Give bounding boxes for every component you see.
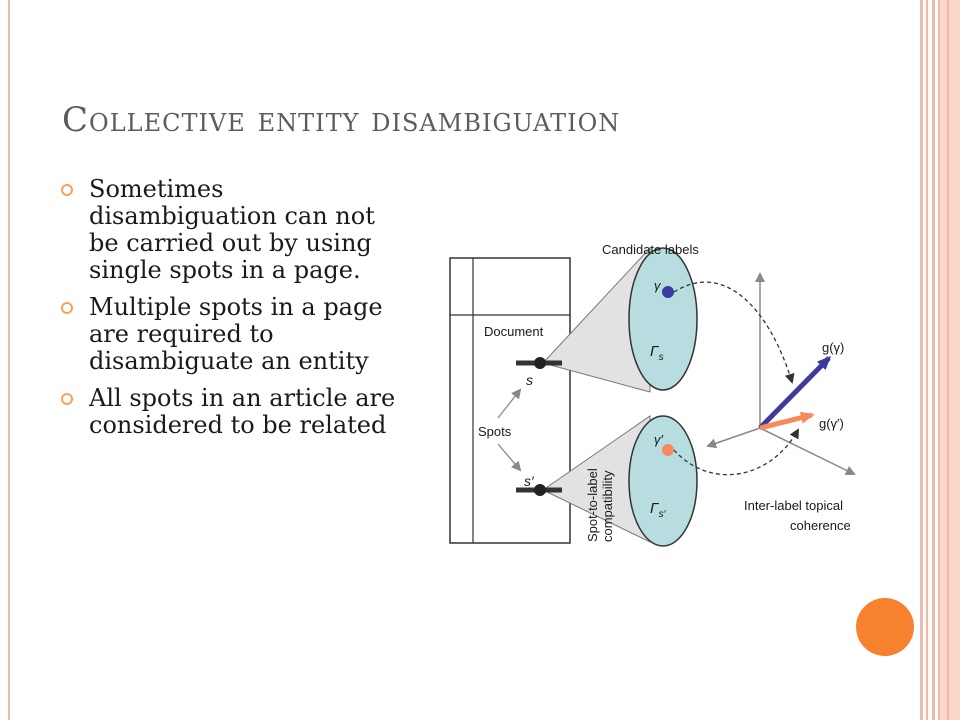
- left-border-line: [8, 0, 10, 720]
- mapping-arrow-gamma-prime: [673, 428, 799, 476]
- big-gamma-s-prime-label: Γs′: [650, 500, 667, 520]
- spots-label: Spots: [478, 424, 512, 439]
- bullet-ring-icon: [61, 302, 73, 314]
- candidate-dot-gamma-prime: [662, 444, 674, 456]
- bullet-ring-icon: [61, 393, 73, 405]
- axis-right: [759, 427, 856, 475]
- right-border-line: [938, 0, 940, 720]
- gamma-label: γ: [654, 278, 662, 293]
- spots-arrow-down: [497, 443, 522, 472]
- bullet-text: Sometimes disambiguation can not be carr…: [89, 175, 375, 284]
- compatibility-label-line1: Spot-to-label: [585, 468, 600, 542]
- axis-left: [706, 427, 761, 449]
- spot-s-dot: [534, 357, 546, 369]
- vector-g-gamma: [758, 355, 832, 430]
- vector-g-gamma-prime: [759, 411, 815, 431]
- document-box: [449, 257, 571, 544]
- candidate-labels-title: Candidate labels: [602, 242, 699, 257]
- big-gamma-s-label: Γs: [650, 343, 664, 363]
- right-border-line: [926, 0, 928, 720]
- right-border-line: [920, 0, 923, 720]
- spots-arrow-up: [497, 388, 522, 419]
- right-border-line: [932, 0, 935, 720]
- entity-disambiguation-diagram: Document γ γ′ Γs Γs′ s s′ Spots Spot-to-…: [449, 242, 856, 547]
- bullet-list: Sometimes disambiguation can not be carr…: [60, 176, 400, 449]
- bullet-item: Sometimes disambiguation can not be carr…: [60, 176, 400, 284]
- g-gamma-prime-label: g(γ′): [819, 416, 844, 431]
- spot-s-label: s: [526, 372, 533, 388]
- g-gamma-label: g(γ): [822, 340, 844, 355]
- compatibility-label-line2: compatibility: [600, 470, 615, 542]
- slide-title: Collective entity disambiguation: [62, 100, 621, 140]
- coherence-label-line1: Inter-label topical: [744, 498, 843, 513]
- document-label: Document: [484, 324, 544, 339]
- spot-s-prime-label: s′: [524, 473, 535, 489]
- bullet-ring-icon: [61, 184, 73, 196]
- candidate-dot-gamma: [662, 286, 674, 298]
- right-border-line: [947, 0, 949, 720]
- bullet-text: Multiple spots in a page are required to…: [89, 293, 383, 375]
- candidate-ellipse-s: [628, 247, 698, 391]
- candidate-ellipse-s-prime: [628, 415, 698, 547]
- bullet-item: All spots in an article are considered t…: [60, 385, 400, 439]
- bullet-item: Multiple spots in a page are required to…: [60, 294, 400, 375]
- gamma-prime-label: γ′: [654, 432, 664, 447]
- orange-circle-decoration: [856, 598, 914, 656]
- spot-s-prime-dot: [534, 484, 546, 496]
- right-border-band: [940, 0, 960, 720]
- coherence-label-line2: coherence: [790, 518, 851, 533]
- bullet-text: All spots in an article are considered t…: [89, 384, 396, 439]
